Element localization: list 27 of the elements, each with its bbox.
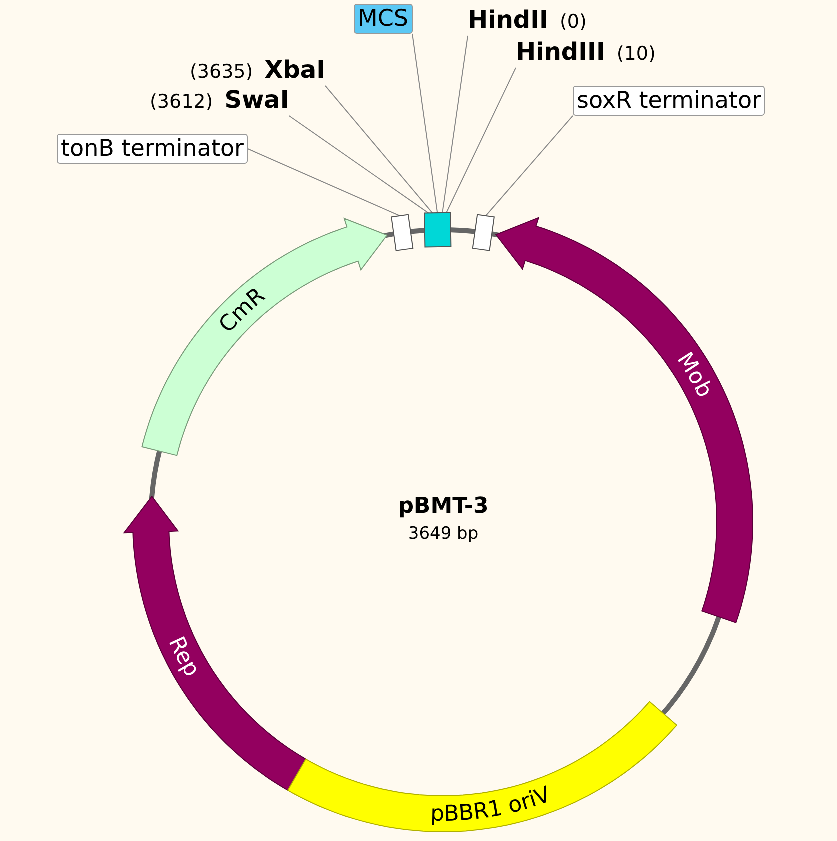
position-label: (3612) <box>150 91 214 113</box>
site-label: XbaI <box>264 56 326 84</box>
origin-arc <box>287 701 678 832</box>
gene-segment <box>142 218 388 456</box>
leader-line <box>412 34 438 214</box>
feature-label: soxR terminator <box>573 86 766 116</box>
leader-line <box>442 36 468 214</box>
feature-label: tonB terminator <box>57 134 248 164</box>
position-label: (10) <box>616 43 656 65</box>
mcs-box <box>424 212 452 248</box>
leader-line <box>486 116 574 216</box>
leader-line <box>288 116 430 214</box>
feature-label: MCS <box>354 4 413 34</box>
gene-segment <box>495 216 754 624</box>
plasmid-name: pBMT-3 <box>397 494 490 519</box>
terminator-box <box>391 214 414 252</box>
position-label: (3635) <box>190 61 254 83</box>
plasmid-size: 3649 bp <box>407 524 480 544</box>
leader-line <box>325 86 434 214</box>
site-label: SwaI <box>224 86 290 114</box>
site-label: HindII <box>468 6 548 34</box>
feature-label: pBBR1 oriV <box>430 782 554 828</box>
site-label: HindIII <box>516 38 606 66</box>
leader-line <box>248 148 400 216</box>
leader-line <box>446 68 516 214</box>
position-label: (0) <box>560 11 587 33</box>
gene-segment <box>123 496 307 792</box>
